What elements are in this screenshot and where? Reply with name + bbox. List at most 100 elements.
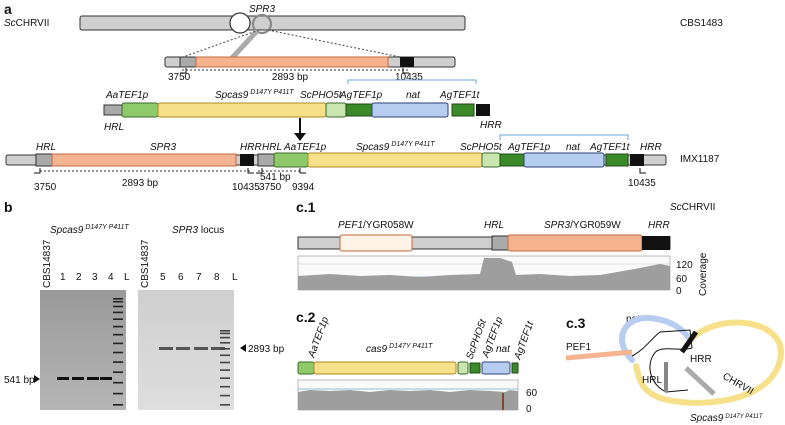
gel-right-ladder-band-1 bbox=[220, 332, 230, 335]
row3-nat-label: nat bbox=[566, 142, 581, 153]
zoom-coord-right: 10435 bbox=[395, 72, 423, 83]
spr3-zoom-label: SPR3 bbox=[249, 4, 276, 15]
gel-left-lane-5: L bbox=[124, 272, 130, 283]
gel-right-ladder-band-8 bbox=[220, 377, 230, 379]
c1-tick-0: 0 bbox=[676, 286, 682, 297]
zoom-line-right bbox=[267, 29, 401, 58]
c2-coverage-dip bbox=[502, 393, 504, 410]
primer-arrow-1 bbox=[180, 68, 187, 74]
panel-a-label: a bbox=[4, 1, 12, 17]
gel-right-bands bbox=[159, 330, 230, 406]
cassette-agtef1p-label: AgTEF1p bbox=[339, 90, 383, 101]
gel-right-lane-5: L bbox=[232, 272, 238, 283]
c3-chrvii-line bbox=[684, 366, 716, 396]
gel-right-ladder-band-3 bbox=[220, 342, 230, 344]
row3-aatef1p-label: AaTEF1p bbox=[283, 142, 327, 153]
c3-hrr-bar bbox=[679, 330, 699, 354]
chromosome-label: ScCHRVII bbox=[4, 18, 49, 29]
zoom-hrl-box bbox=[179, 56, 197, 68]
gel-left-band-3 bbox=[100, 377, 112, 380]
row3-aatef1p bbox=[273, 152, 309, 168]
cassette-agtef1t-label: AgTEF1t bbox=[439, 90, 481, 101]
gel-right-ladder-band-6 bbox=[220, 361, 230, 364]
c1-hrl-box bbox=[491, 235, 509, 251]
row3-541-label: 541 bp bbox=[260, 172, 291, 183]
gel-right-ladder-band-7 bbox=[220, 369, 230, 371]
c1-hrr-box bbox=[642, 236, 670, 250]
row3-primer-4 bbox=[299, 168, 306, 174]
gel-left-lane-2: 2 bbox=[76, 272, 82, 283]
gel-right-band-2 bbox=[194, 347, 208, 350]
c3-hrr-label: HRR bbox=[690, 354, 712, 365]
c2-nat-label: nat bbox=[496, 344, 511, 355]
gel-left-lane-4: 4 bbox=[108, 272, 114, 283]
row3-cas9 bbox=[307, 152, 483, 168]
integration-arrow-head bbox=[294, 133, 306, 141]
gel-left-ladder-band-2 bbox=[113, 305, 123, 308]
row3-spr3 bbox=[51, 153, 237, 167]
c1-tick-120: 120 bbox=[676, 260, 693, 271]
gel-right-ladder-band-5 bbox=[220, 354, 230, 357]
row3-coord-3750b: 3750 bbox=[259, 182, 282, 193]
cassette-aatef1p bbox=[121, 102, 159, 118]
strain-imx1187: IMX1187 bbox=[680, 154, 720, 165]
gel-right-lane-1: 5 bbox=[160, 272, 166, 283]
zoom-hrr-box bbox=[400, 57, 414, 67]
c1-hrr-label: HRR bbox=[648, 220, 670, 231]
strain-cbs1483: CBS1483 bbox=[680, 18, 723, 29]
gel-right-ladder-band-9 bbox=[220, 385, 230, 388]
c1-spr3-gene bbox=[507, 234, 643, 252]
row3-primer-3 bbox=[256, 168, 263, 174]
cassette-aatef1p-label: AaTEF1p bbox=[105, 90, 149, 101]
gel-right-title: SPR3 locus bbox=[172, 225, 224, 236]
c1-pef1-gene bbox=[339, 234, 413, 252]
row3-coord-10435: 10435 bbox=[232, 182, 260, 193]
zoom-length-label: 2893 bp bbox=[272, 72, 309, 83]
c3-junction-lines bbox=[631, 329, 693, 393]
c1-chrom-label: ScCHRVII bbox=[670, 202, 715, 213]
gel-left-ladder-band-8 bbox=[113, 351, 123, 354]
c2-tick-0: 0 bbox=[526, 404, 532, 415]
panel-c1-label: c.1 bbox=[296, 199, 316, 215]
c2-cas9 bbox=[313, 361, 457, 375]
gel-left-ladder-band-9 bbox=[113, 361, 123, 363]
gel-left-ladder-band-0 bbox=[113, 298, 123, 300]
cassette-nat-bracket bbox=[347, 79, 477, 84]
panel-c3-label: c.3 bbox=[566, 315, 586, 331]
cassette-hrr-label: HRR bbox=[480, 120, 502, 131]
gel-left-band-arrow bbox=[34, 375, 40, 383]
c1-coverage-area bbox=[298, 258, 670, 290]
gel-right-band-label: 2893 bp bbox=[248, 344, 285, 355]
gel-left-ladder-band-10 bbox=[113, 371, 123, 373]
gel-right-band-arrow bbox=[240, 344, 246, 352]
c3-pef1-line bbox=[565, 349, 633, 361]
cassette-cas9 bbox=[157, 102, 327, 118]
row3-hrl2-label: HRL bbox=[262, 142, 282, 153]
row3-agtef1p-label: AgTEF1p bbox=[507, 142, 551, 153]
gel-left-ladder-band-6 bbox=[113, 333, 123, 336]
cassette-agtef1t bbox=[451, 103, 475, 117]
gel-right-ladder-band-11 bbox=[220, 404, 230, 406]
cassette-pho5t bbox=[325, 102, 347, 118]
panel-b-label: b bbox=[4, 199, 13, 215]
c3-nat-arc bbox=[619, 314, 693, 363]
row3-agtef1t bbox=[605, 153, 629, 167]
centromere bbox=[229, 12, 251, 34]
gel-left-ladder-band-7 bbox=[113, 342, 123, 345]
gel-right-ladder-band-2 bbox=[220, 336, 230, 339]
c3-cas9-arc bbox=[633, 319, 784, 406]
row3-len-label: 2893 bp bbox=[122, 178, 159, 189]
gel-left-lane-1: 1 bbox=[60, 272, 66, 283]
gel-left bbox=[40, 290, 126, 410]
gel-left-band-2 bbox=[87, 377, 99, 380]
row3-primer-2 bbox=[247, 168, 254, 174]
row3-primer-5 bbox=[639, 168, 646, 174]
zoom-coord-left: 3750 bbox=[168, 72, 191, 83]
gel-left-bands bbox=[57, 298, 123, 406]
row3-nat-bracket bbox=[499, 134, 629, 140]
row3-coord-3750: 3750 bbox=[34, 182, 57, 193]
